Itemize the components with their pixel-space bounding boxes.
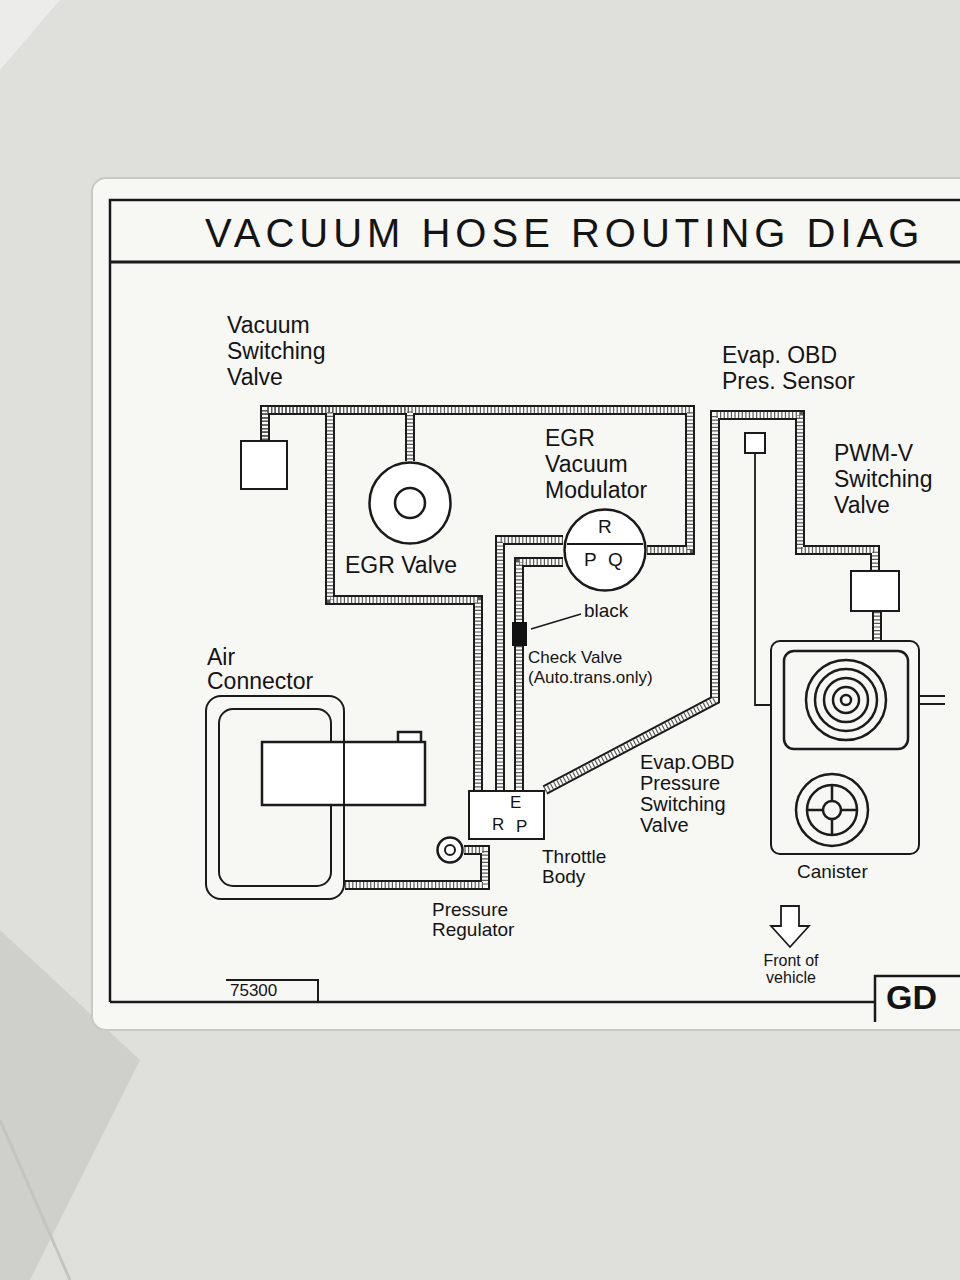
hose-layer-dash	[265, 410, 877, 885]
air-connector-tube	[398, 732, 421, 742]
front-arrow	[771, 906, 809, 947]
check-valve: blackCheck Valve (Auto.trans.only)	[512, 622, 527, 646]
vacuum-hose	[345, 850, 485, 885]
port-letter: P	[516, 818, 527, 836]
body-highlight	[0, 0, 60, 70]
egr-valve: EGR Valve	[368, 461, 452, 545]
diagram-title: VACUUM HOSE ROUTING DIAG	[205, 210, 924, 256]
vacuum-hose	[545, 415, 875, 790]
switching-valve: Vacuum Switching Valve	[240, 440, 288, 490]
body-crease-line	[0, 1120, 70, 1280]
port-letter: Q	[608, 550, 623, 570]
egr-valve-circle	[370, 463, 451, 544]
canister-upper	[784, 651, 908, 749]
port-letter: E	[510, 794, 521, 812]
canister-spokes	[808, 786, 856, 834]
title-rule	[110, 261, 960, 264]
vacuum-hose	[516, 646, 522, 790]
canister-ring	[833, 687, 859, 713]
part-number-box	[226, 980, 318, 1002]
air-connector-drawing	[219, 709, 425, 886]
canister-drawing	[784, 651, 945, 846]
component-label: EGR Valve	[345, 552, 457, 578]
canister-ring	[841, 695, 851, 705]
component-label: Evap. OBD Pres. Sensor	[722, 342, 882, 394]
vacuum-hose	[874, 612, 880, 640]
component-label: EGR Vacuum Modulator	[545, 425, 665, 503]
vacuum-hose	[265, 410, 478, 790]
component-label: Vacuum Switching Valve	[227, 312, 377, 390]
canister-wheel	[796, 774, 868, 846]
vacuum-hose	[345, 850, 485, 885]
vacuum-hose	[519, 562, 563, 622]
vacuum-hose	[345, 850, 485, 885]
canister-pipe	[920, 696, 945, 704]
vacuum-hose	[545, 415, 875, 790]
leader-line	[531, 614, 581, 629]
port-letter: P	[584, 550, 597, 570]
port-letter: R	[492, 816, 504, 834]
vacuum-hose	[514, 646, 524, 790]
component-label: Throttle Body	[542, 847, 632, 887]
modulator-divider	[567, 543, 643, 545]
vacuum-hose	[265, 410, 478, 790]
egr-valve-outline	[368, 461, 452, 545]
component-label: Air Connector	[207, 645, 337, 693]
vacuum-hose	[519, 562, 563, 622]
vacuum-hose	[872, 612, 882, 640]
canister-wheel	[823, 801, 841, 819]
pressure-regulator-circle	[438, 838, 463, 863]
pressure-sensor: Evap. OBD Pres. Sensor	[744, 432, 766, 454]
vacuum-hose	[545, 415, 875, 790]
code-box	[875, 976, 960, 1022]
part-number: 75300	[230, 982, 277, 1000]
hose-layer-out	[265, 410, 877, 885]
component-label: Check Valve (Auto.trans.only)	[528, 648, 680, 688]
component-label: black	[584, 600, 628, 622]
sticker-card	[92, 178, 960, 1030]
component-label: Pressure Regulator	[432, 900, 532, 940]
regulator-center	[445, 845, 455, 855]
vacuum-hose	[516, 646, 522, 790]
vacuum-modulator-circle	[565, 510, 646, 591]
canister-wheel	[807, 785, 857, 835]
sticker-frame	[110, 200, 960, 1002]
hose-layer-in	[265, 410, 877, 885]
air-connector: Air Connector	[205, 695, 345, 900]
pressure-regulator: Pressure Regulator	[436, 836, 464, 864]
valve-diaphragm	[395, 488, 425, 518]
throttle-body: ERPThrottle Body	[468, 790, 545, 840]
canister: Canister	[770, 640, 920, 855]
canister-ring	[806, 660, 886, 740]
vacuum-hose	[519, 562, 563, 622]
vacuum-hose	[755, 454, 770, 705]
port-letter: R	[598, 517, 612, 537]
component-label: Canister	[797, 862, 868, 882]
sticker-frame-bottom	[110, 1001, 875, 1004]
code-mark: GD	[886, 978, 937, 1016]
canister-ring	[824, 678, 868, 722]
vacuum-hose	[265, 410, 478, 790]
canister-ring	[815, 669, 877, 731]
diagram-label: Front of vehicle	[745, 952, 837, 986]
component-label: PWM-V Switching Valve	[834, 440, 954, 518]
vacuum-modulator: EGR Vacuum ModulatorRPQ	[563, 508, 647, 592]
switching-valve: PWM-V Switching Valve	[850, 570, 900, 612]
diagram-label: Evap.OBD Pressure Switching Valve	[640, 752, 745, 836]
pressure-regulator-outline	[436, 836, 464, 864]
vacuum-hose	[874, 612, 880, 640]
